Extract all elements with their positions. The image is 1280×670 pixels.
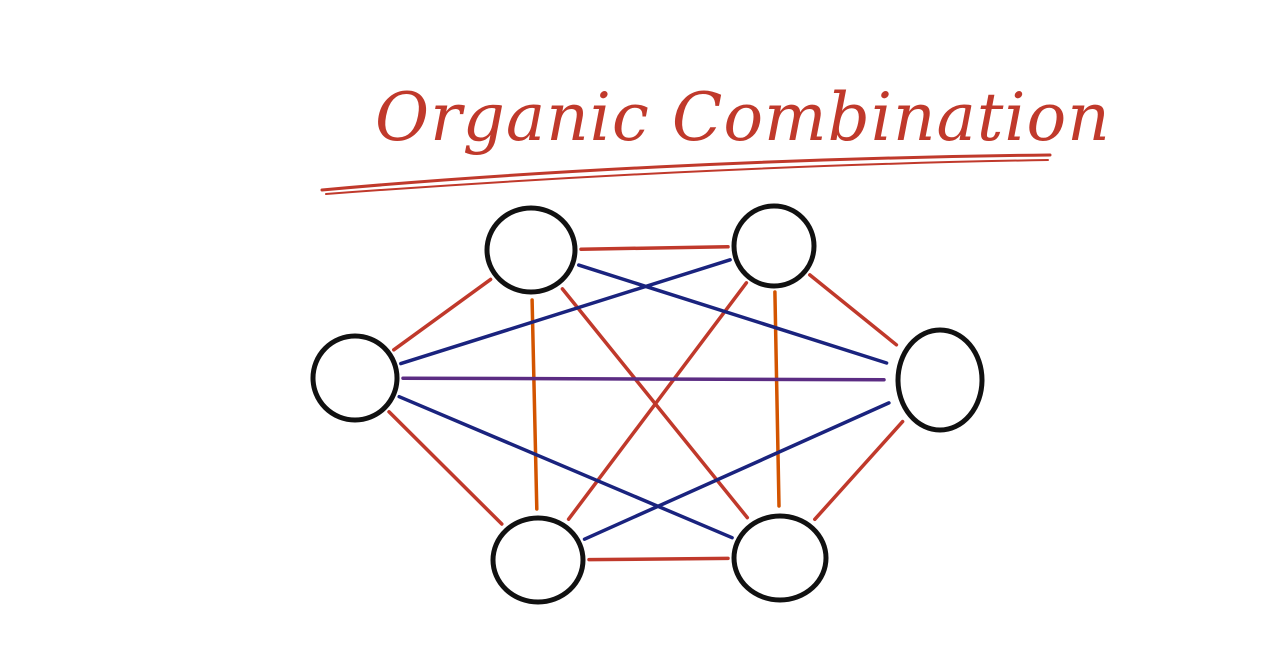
node-bottom-left (490, 515, 586, 605)
edge-left-top-right (399, 258, 732, 366)
diagram-title: Organic Combination (375, 79, 1111, 156)
edge-top-left-bottom-left (530, 298, 539, 511)
edge-top-left-right (576, 263, 889, 365)
edge-bottom-left-left (387, 410, 504, 526)
node-left (310, 333, 400, 423)
node-top-left (484, 205, 578, 295)
node-top-right (731, 203, 817, 289)
edge-bottom-right-bottom-left (587, 556, 730, 562)
edge-top-right-bottom-right (773, 290, 781, 508)
edge-right-bottom-right (813, 419, 905, 522)
title-underline-second (325, 159, 1049, 195)
edge-top-right-right (808, 273, 899, 347)
nodes-layer (310, 203, 985, 605)
edges-layer (387, 245, 905, 562)
edge-top-left-top-right (579, 245, 730, 251)
edge-bottom-left-right (582, 401, 891, 541)
edge-left-bottom-right (397, 394, 734, 540)
title-underline (320, 153, 1052, 192)
node-bottom-right (731, 513, 829, 603)
node-right (895, 327, 985, 433)
edge-left-right (401, 376, 886, 382)
edge-left-top-left (392, 277, 493, 352)
